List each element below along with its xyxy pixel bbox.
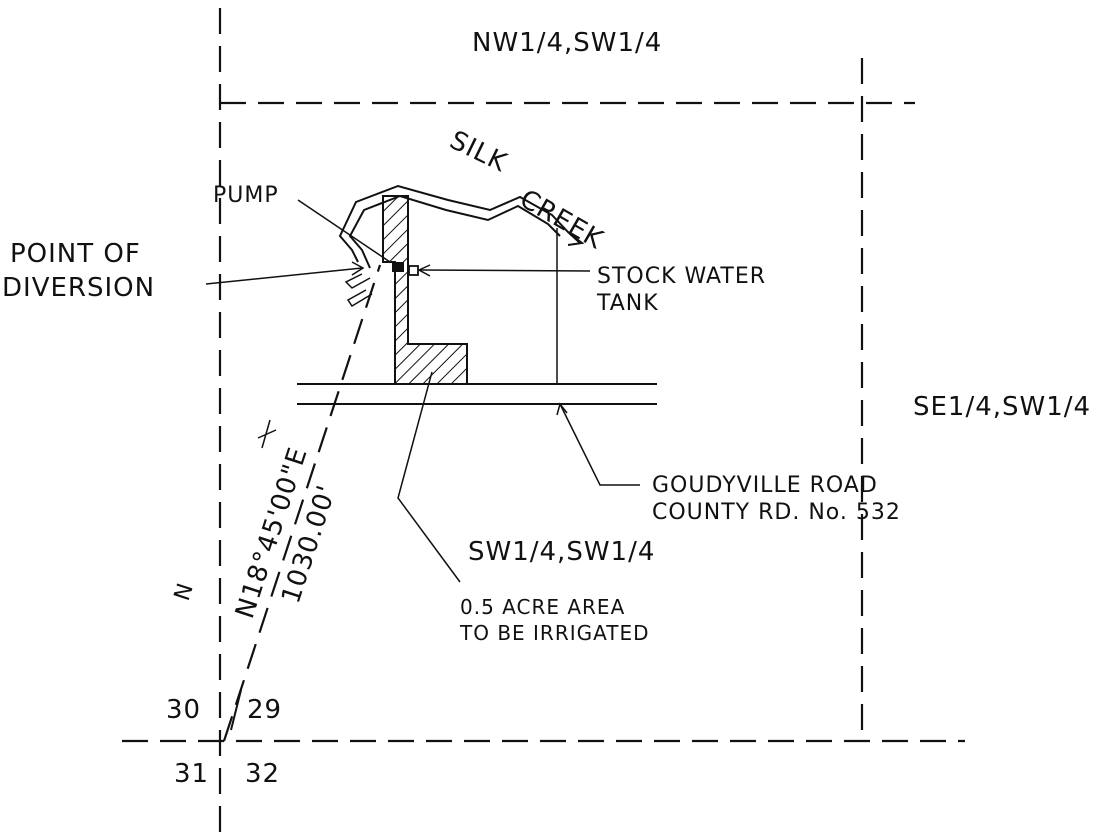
road-label-line1: GOUDYVILLE ROAD: [652, 473, 878, 498]
stock-water-tank: [408, 265, 419, 276]
irrigated-leader: [397, 371, 461, 583]
irrigated-area: [382, 195, 468, 385]
section-31: 31: [174, 759, 209, 789]
pod-arrowhead: [351, 261, 365, 276]
road-arrowhead: [556, 402, 568, 416]
sw-quarter-label: SW1/4,SW1/4: [468, 537, 655, 567]
diversion-channel-2: [346, 289, 373, 308]
pod-label-line2: DIVERSION: [2, 273, 155, 303]
silk-creek-bank: [348, 194, 561, 269]
tank-arrowhead: [417, 264, 431, 277]
tank-label-line2: TANK: [596, 291, 659, 316]
bearing-symbol: [257, 419, 277, 449]
tank-leader: [419, 269, 591, 272]
pump-label: PUMP: [213, 183, 279, 208]
section-30: 30: [166, 695, 201, 725]
pod-leader: [205, 267, 363, 285]
se-quarter-label: SE1/4,SW1/4: [913, 392, 1091, 422]
nw-quarter-label: NW1/4,SW1/4: [472, 28, 662, 58]
section-corner-slash: [230, 689, 242, 731]
irrigated-label-line1: 0.5 ACRE AREA: [460, 595, 625, 619]
creek-name-creek: CREEK: [515, 184, 609, 256]
pod-label-line1: POINT OF: [10, 239, 141, 269]
survey-tie-line: [222, 264, 382, 742]
silk-creek: [338, 184, 581, 263]
road-label-line2: COUNTY RD. No. 532: [652, 500, 901, 525]
pump-leader: [297, 199, 391, 263]
irrigated-label-line2: TO BE IRRIGATED: [459, 621, 650, 645]
north-marker: N: [170, 580, 199, 604]
pump-box: [392, 262, 404, 272]
section-29: 29: [247, 695, 282, 725]
section-32: 32: [245, 759, 280, 789]
diversion-channel: [344, 273, 371, 289]
tank-label-line1: STOCK WATER: [597, 264, 766, 289]
creek-arrow: [567, 233, 585, 246]
creek-name-silk: SILK: [445, 125, 512, 178]
road-leader: [559, 403, 640, 486]
